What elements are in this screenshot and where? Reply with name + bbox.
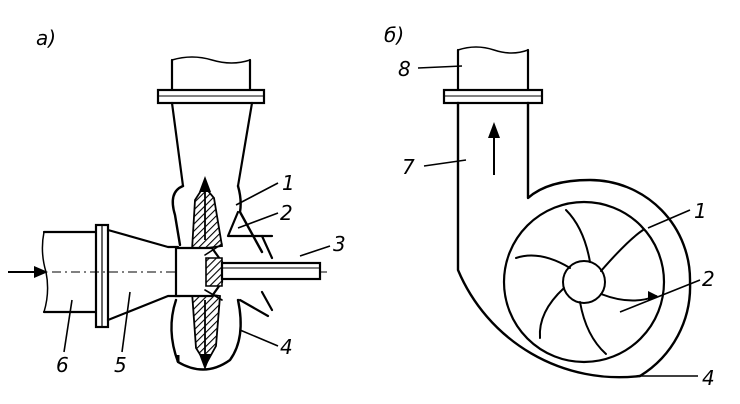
panel-b-front-view: б) <box>384 23 715 390</box>
discharge-pipe-a <box>156 56 266 188</box>
label-b-7: 7 <box>402 155 415 179</box>
panel-a-letter: а) <box>36 26 56 50</box>
impeller-eye <box>562 260 606 304</box>
impeller-section <box>174 184 224 366</box>
label-a-4: 4 <box>280 335 293 359</box>
impeller-disc <box>502 200 666 364</box>
impeller-blade <box>515 254 571 269</box>
label-a-5: 5 <box>114 353 127 377</box>
impeller-upper-shroud <box>191 184 224 252</box>
discharge-pipe-b <box>442 46 544 105</box>
impeller-lower-shroud <box>191 290 221 366</box>
panel-b-letter: б) <box>384 23 404 47</box>
label-a-6: 6 <box>56 353 69 377</box>
impeller-hub-nut <box>205 257 223 287</box>
label-a-3: 3 <box>333 232 346 256</box>
label-b-1: 1 <box>694 199 707 223</box>
suction-pipe <box>41 223 110 329</box>
impeller-blade <box>579 301 607 355</box>
impeller-blade <box>538 287 565 339</box>
panel-a-leaders <box>63 182 331 353</box>
volute-casing-outline <box>456 101 692 379</box>
outlet-flow-arrow <box>488 122 500 175</box>
label-a-1: 1 <box>282 171 295 195</box>
impeller-blade <box>600 293 657 302</box>
label-a-2: 2 <box>280 201 293 225</box>
panel-b-leaders <box>417 65 701 377</box>
impeller-blade <box>600 229 644 272</box>
label-b-2: 2 <box>702 267 715 291</box>
panel-a-section-view: а) <box>8 26 346 377</box>
impeller-flow-arrows <box>199 176 211 370</box>
label-b-8: 8 <box>398 57 411 81</box>
label-b-4: 4 <box>702 366 715 390</box>
pump-shaft <box>220 261 322 281</box>
volute-casing-section <box>170 184 274 371</box>
suction-cone <box>106 228 182 322</box>
inlet-flow-arrow <box>8 266 48 278</box>
impeller-blade <box>565 209 591 263</box>
